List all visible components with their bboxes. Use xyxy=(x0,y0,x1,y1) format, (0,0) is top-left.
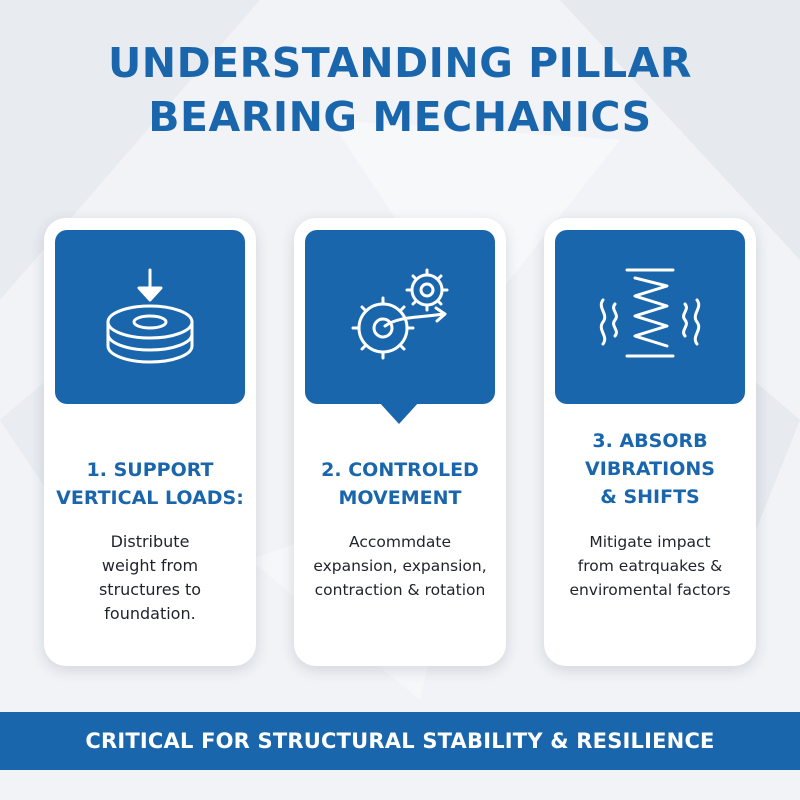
card-3-heading-line: & SHIFTS xyxy=(600,486,700,508)
card-2-icon-box xyxy=(305,230,495,404)
card-3-heading: 3. ABSORB VIBRATIONS & SHIFTS xyxy=(550,427,750,511)
title-line-1: UNDERSTANDING PILLAR xyxy=(108,39,692,87)
card-controlled-movement: 2. CONTROLED MOVEMENT Accommdate expansi… xyxy=(294,218,506,666)
card-support-vertical-loads: 1. SUPPORT VERTICAL LOADS: Distribute we… xyxy=(44,218,256,666)
card-1-text-line: weight from xyxy=(101,556,199,575)
card-1-description: Distribute weight from structures to fou… xyxy=(50,530,250,626)
bottom-banner: CRITICAL FOR STRUCTURAL STABILITY & RESI… xyxy=(0,712,800,770)
card-1-icon-box xyxy=(55,230,245,404)
card-2-pointer xyxy=(379,402,419,424)
card-2-heading-line: MOVEMENT xyxy=(338,487,462,509)
card-2-text-line: contraction & rotation xyxy=(314,581,486,599)
card-2-text-line: Accommdate xyxy=(348,533,451,551)
card-1-heading-line: 1. SUPPORT xyxy=(86,459,214,481)
card-3-text-line: from eatrquakes & xyxy=(577,557,723,575)
card-1-text-line: Distribute xyxy=(110,532,190,551)
card-2-text-line: expansion, expansion, xyxy=(313,557,487,575)
card-3-heading-line: VIBRATIONS xyxy=(585,458,715,480)
bearing-load-icon xyxy=(106,268,194,364)
card-absorb-vibrations: 3. ABSORB VIBRATIONS & SHIFTS Mitigate i… xyxy=(544,218,756,666)
card-1-heading-line: VERTICAL LOADS: xyxy=(56,487,244,509)
card-2-heading: 2. CONTROLED MOVEMENT xyxy=(300,456,500,512)
spring-vibration-icon xyxy=(599,268,701,358)
card-1-heading: 1. SUPPORT VERTICAL LOADS: xyxy=(50,456,250,512)
card-3-text-line: enviromental factors xyxy=(569,581,731,599)
gears-movement-icon xyxy=(351,268,449,360)
title-line-2: BEARING MECHANICS xyxy=(148,93,652,141)
banner-text: CRITICAL FOR STRUCTURAL STABILITY & RESI… xyxy=(85,729,715,753)
card-1-text-line: foundation. xyxy=(104,604,196,623)
card-3-text-line: Mitigate impact xyxy=(589,533,711,551)
page-title: UNDERSTANDING PILLAR BEARING MECHANICS xyxy=(0,36,800,144)
card-1-text-line: structures to xyxy=(98,580,202,599)
card-2-description: Accommdate expansion, expansion, contrac… xyxy=(300,530,500,602)
card-3-heading-line: 3. ABSORB xyxy=(592,430,708,452)
card-3-description: Mitigate impact from eatrquakes & enviro… xyxy=(550,530,750,602)
card-2-heading-line: 2. CONTROLED xyxy=(321,459,479,481)
card-3-icon-box xyxy=(555,230,745,404)
